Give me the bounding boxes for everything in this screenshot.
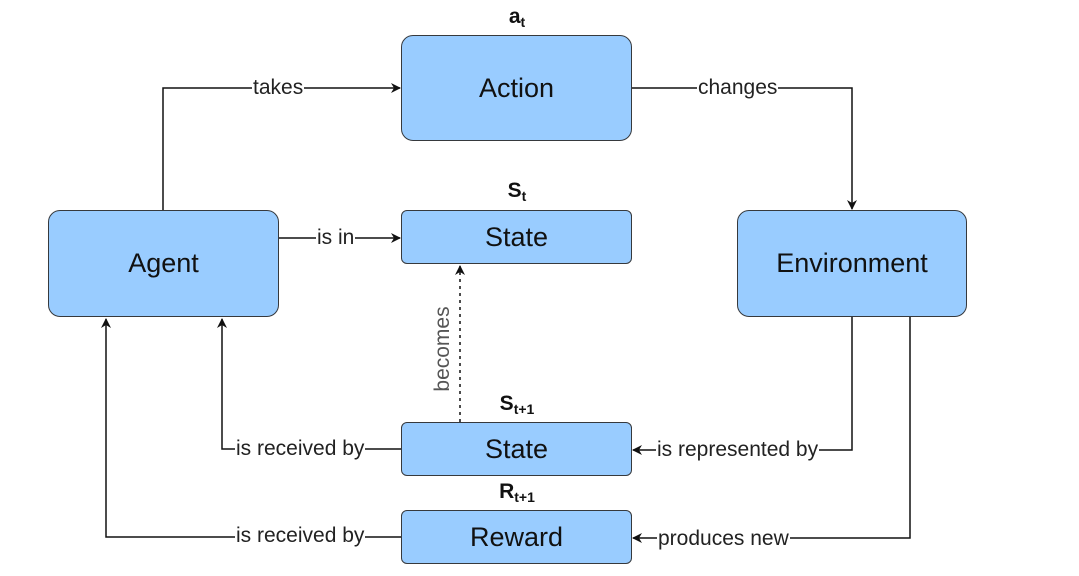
- environment-node: Environment: [737, 210, 967, 317]
- action-node: Action: [401, 35, 632, 141]
- edge-state-received-by: [217, 318, 401, 450]
- edge-reward-received-by: [101, 318, 401, 538]
- reward-node: Reward: [401, 510, 632, 564]
- state-node-label: State: [484, 221, 549, 252]
- action-node-label: Action: [478, 72, 555, 103]
- next-state-symbol: St+1: [500, 392, 535, 417]
- edge-label-represented-by: is represented by: [656, 438, 820, 462]
- reward-node-label: Reward: [469, 521, 564, 552]
- edge-label-changes: changes: [697, 76, 779, 100]
- edge-label-is-in: is in: [316, 226, 356, 250]
- state-symbol-sub: t: [521, 188, 527, 204]
- reward-symbol: Rt+1: [499, 480, 535, 505]
- edge-represented-by: [632, 317, 853, 455]
- edge-changes: [632, 87, 857, 210]
- action-symbol-sub: t: [520, 14, 526, 30]
- reward-symbol-sub: t+1: [514, 489, 535, 505]
- edge-label-state-received-by: is received by: [235, 437, 366, 461]
- state-node: State: [401, 210, 632, 264]
- next-state-symbol-base: S: [499, 392, 514, 415]
- edge-label-takes: takes: [252, 76, 305, 100]
- action-symbol: at: [509, 5, 525, 30]
- action-symbol-base: a: [508, 5, 521, 28]
- edge-takes: [162, 83, 401, 210]
- next-state-symbol-sub: t+1: [513, 401, 535, 417]
- agent-node: Agent: [48, 210, 279, 317]
- state-symbol: St: [508, 179, 527, 204]
- edge-label-becomes: becomes: [431, 305, 455, 393]
- edge-label-produces-new: produces new: [657, 527, 790, 551]
- environment-node-label: Environment: [776, 248, 928, 278]
- reward-symbol-base: R: [499, 480, 515, 503]
- next-state-node-label: State: [484, 433, 549, 464]
- edge-label-reward-received-by: is received by: [235, 524, 366, 548]
- next-state-node: State: [401, 422, 632, 476]
- edge-produces-new: [632, 317, 911, 543]
- agent-node-label: Agent: [128, 248, 199, 278]
- state-symbol-base: S: [507, 179, 522, 202]
